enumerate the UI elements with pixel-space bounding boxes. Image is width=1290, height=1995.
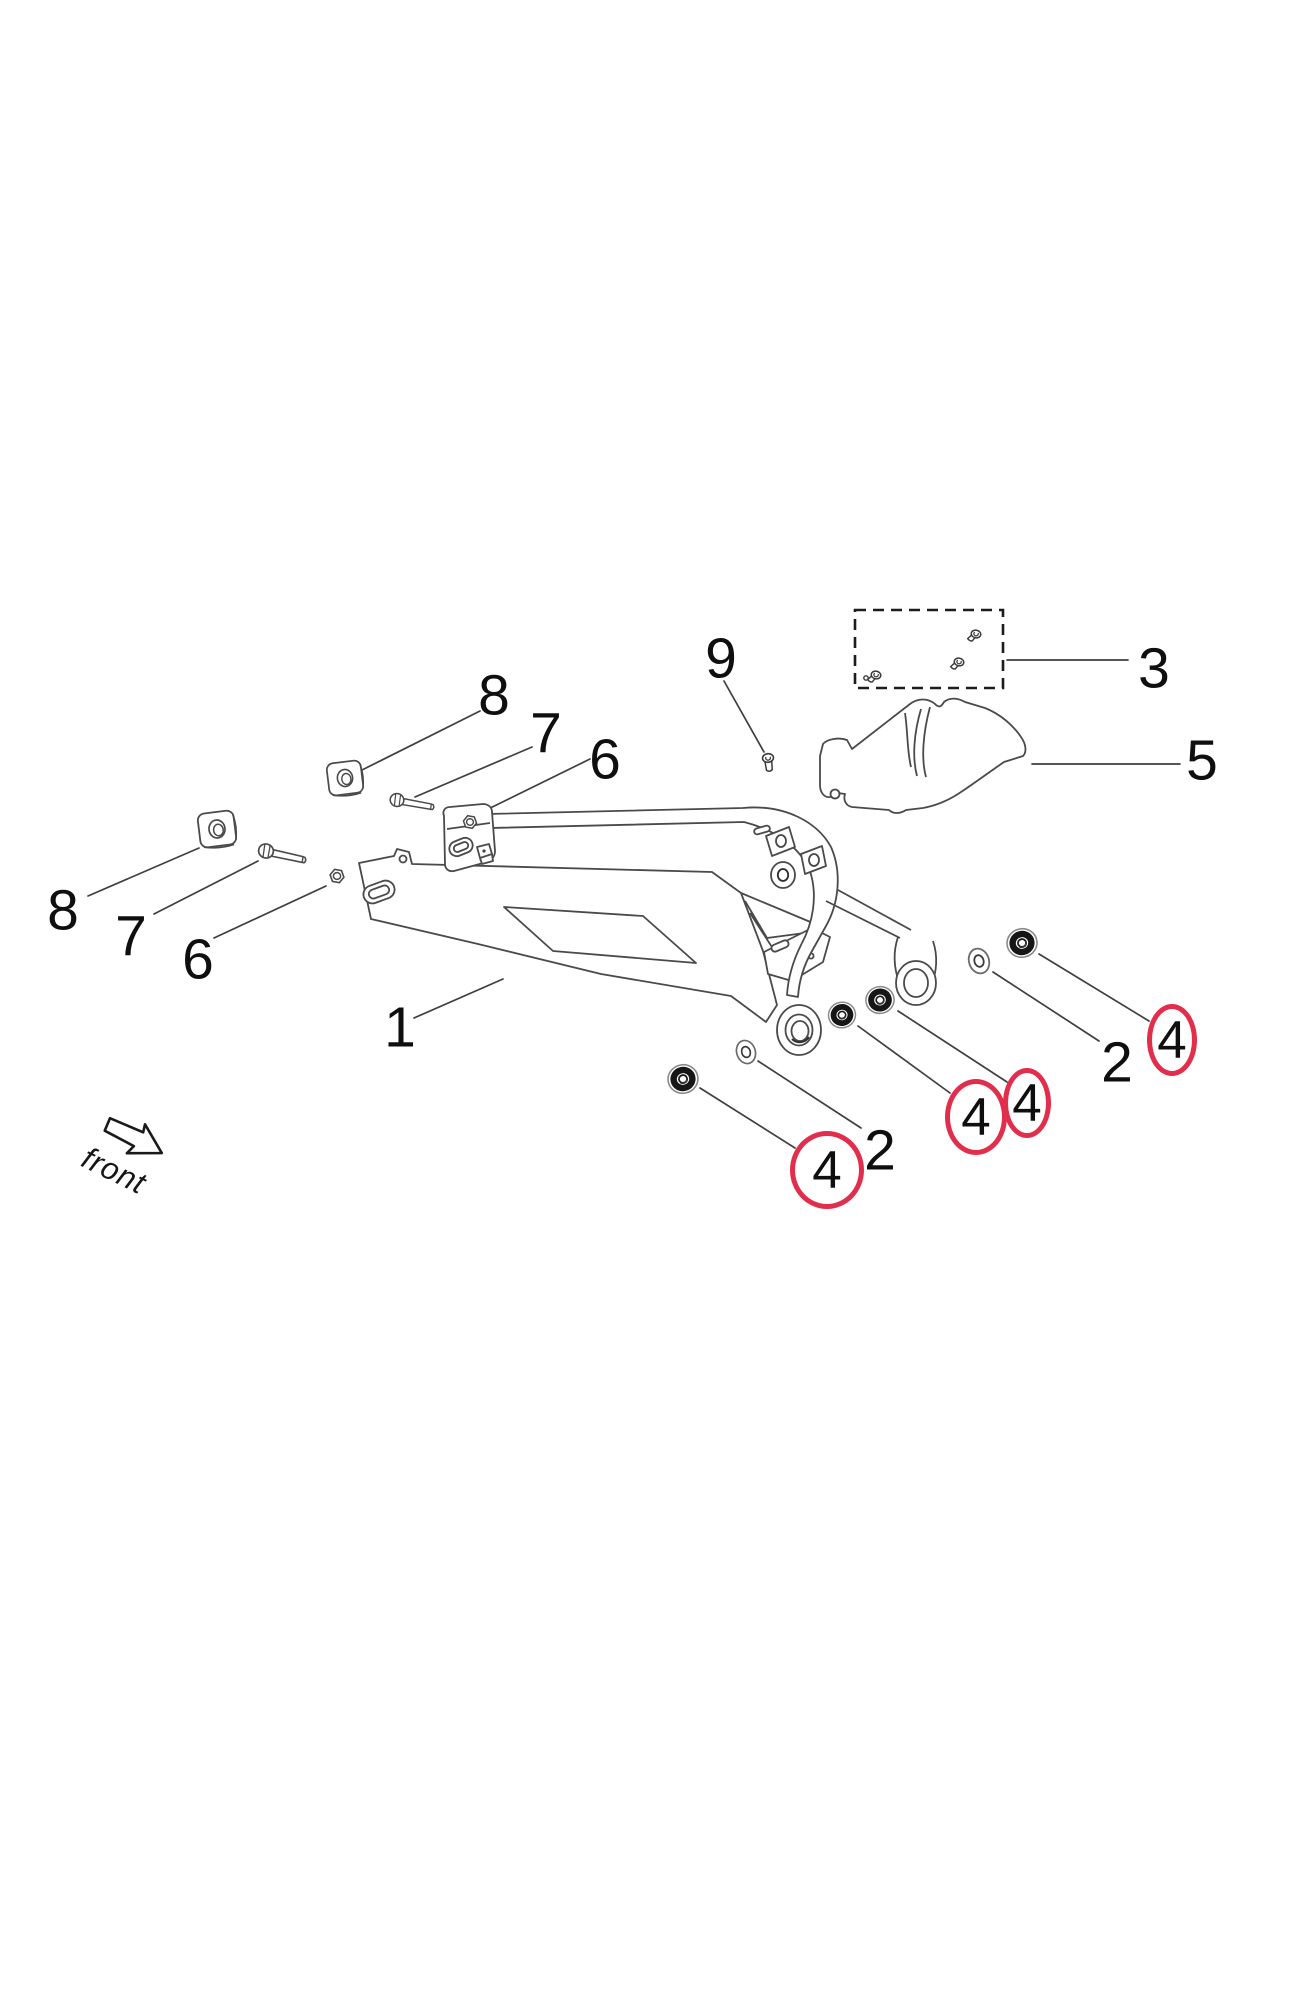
callout-7-lower: 7 <box>115 904 147 969</box>
callout-4-circled-c[interactable]: 4 <box>1003 1068 1051 1138</box>
callout-4-circled-a[interactable]: 4 <box>1147 1004 1197 1076</box>
dashed-box <box>853 608 1005 690</box>
callout-9: 9 <box>705 626 737 691</box>
callout-2-bottom: 2 <box>864 1118 896 1183</box>
bearing-part-4-d <box>665 1062 700 1096</box>
hex-nut-part-6-lower <box>328 867 346 885</box>
callout-5: 5 <box>1186 728 1218 793</box>
callout-1: 1 <box>384 995 416 1060</box>
square-nut-part-8-lower <box>196 808 240 851</box>
bearing-part-4-a <box>1004 926 1039 960</box>
callout-6-lower: 6 <box>182 927 214 992</box>
leader-lines <box>87 659 1181 1149</box>
callout-8-lower: 8 <box>47 878 79 943</box>
bearing-part-4-c <box>863 984 896 1016</box>
screw-part-9 <box>761 752 775 772</box>
callout-4-circled-d[interactable]: 4 <box>790 1131 864 1209</box>
chain-guard-part-5 <box>819 697 1027 814</box>
callout-3: 3 <box>1138 636 1170 701</box>
callout-6-upper: 6 <box>589 727 621 792</box>
bolt-part-7-lower <box>256 841 308 870</box>
kit-screw <box>949 656 966 672</box>
kit-screw <box>966 628 983 644</box>
screw-kit-box-part-3 <box>853 608 1005 690</box>
washer-part-2-right <box>964 945 994 977</box>
kit-screw <box>866 669 883 685</box>
bolt-part-7-upper <box>388 791 436 817</box>
front-arrow-icon <box>103 1116 164 1155</box>
swingarm-part-1 <box>358 803 938 1056</box>
washer-part-2-bottom <box>732 1037 760 1067</box>
callout-8-upper: 8 <box>478 663 510 728</box>
callout-4-circled-b[interactable]: 4 <box>945 1079 1007 1155</box>
square-nut-part-8-upper <box>325 758 366 799</box>
callout-2-right: 2 <box>1101 1030 1133 1095</box>
bearing-part-4-b <box>826 1000 858 1031</box>
callout-7-upper: 7 <box>530 701 562 766</box>
